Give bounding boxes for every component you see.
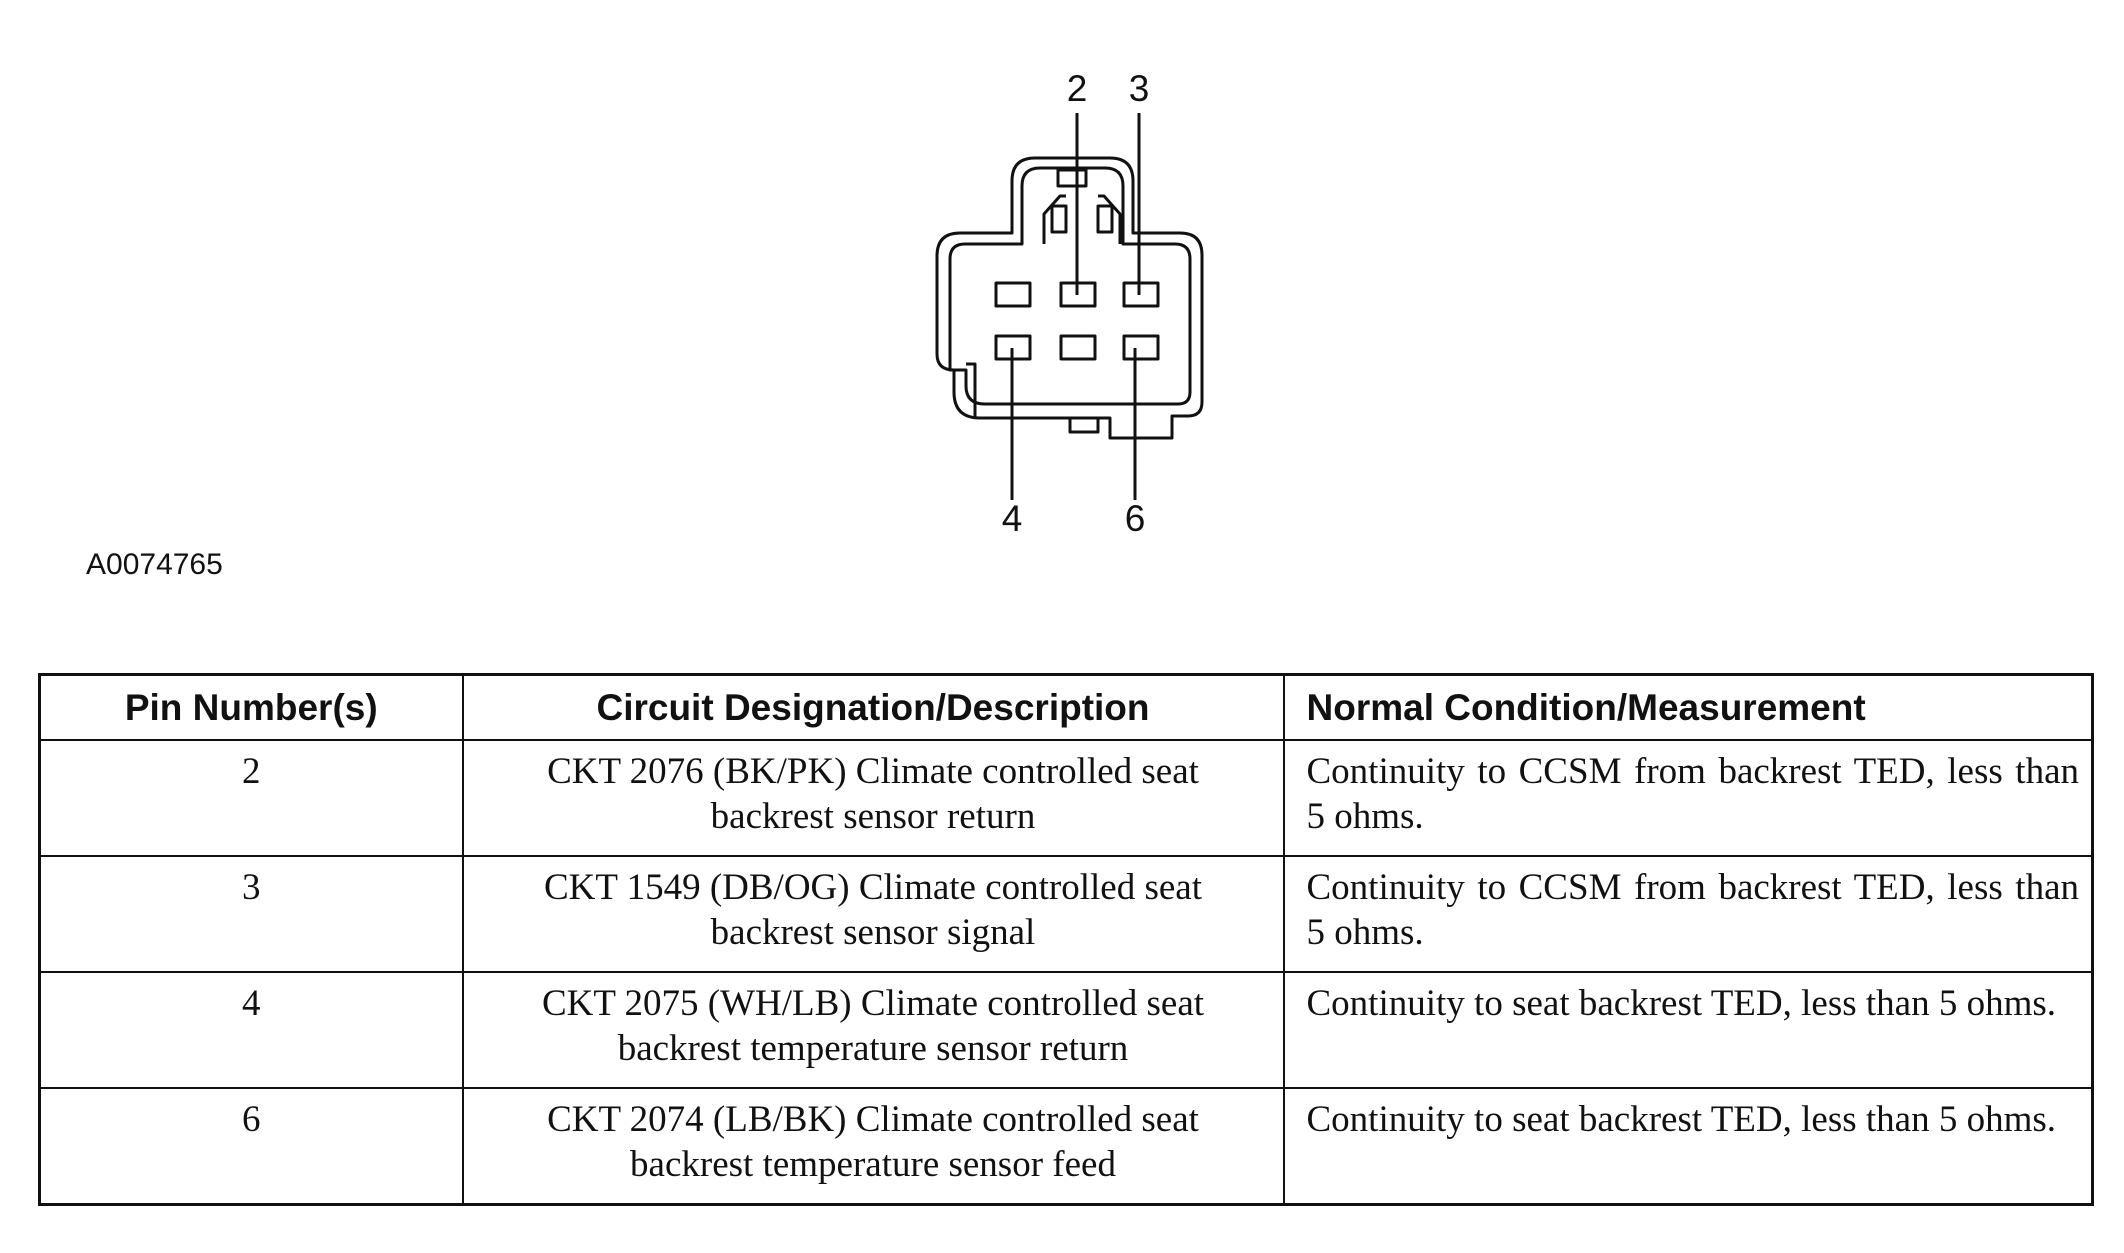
cell-pin: 4 xyxy=(38,971,464,1089)
cell-pin: 3 xyxy=(38,855,464,973)
connector-diagram: 2 3 4 6 xyxy=(935,68,1204,539)
connector-key-top xyxy=(1056,168,1088,188)
cell-pin: 2 xyxy=(38,739,464,857)
pin-label-2: 2 xyxy=(1067,68,1088,109)
cavity-6 xyxy=(1122,334,1160,361)
cavity-5 xyxy=(1059,334,1097,361)
figure-id: A0074765 xyxy=(86,548,223,581)
table-row: 6 CKT 2074 (LB/BK) Climate controlled se… xyxy=(38,1087,2094,1206)
header-condition: Normal Condition/Measurement xyxy=(1282,673,2094,741)
cell-condition: Continuity to CCSM from backrest TED, le… xyxy=(1282,739,2094,857)
connector-key-left xyxy=(1050,204,1068,234)
connector-key-right xyxy=(1096,204,1114,234)
cell-circuit: CKT 2074 (LB/BK) Climate controlled seat… xyxy=(461,1087,1285,1206)
cell-condition: Continuity to seat backrest TED, less th… xyxy=(1282,971,2094,1089)
pin-label-4: 4 xyxy=(1002,498,1023,539)
cavity-1 xyxy=(994,281,1032,308)
cell-circuit: CKT 1549 (DB/OG) Climate controlled seat… xyxy=(461,855,1285,973)
cavity-3 xyxy=(1122,281,1160,308)
cell-condition: Continuity to CCSM from backrest TED, le… xyxy=(1282,855,2094,973)
pin-label-6: 6 xyxy=(1125,498,1146,539)
cell-pin: 6 xyxy=(38,1087,464,1206)
cell-circuit: CKT 2075 (WH/LB) Climate controlled seat… xyxy=(461,971,1285,1089)
cell-condition: Continuity to seat backrest TED, less th… xyxy=(1282,1087,2094,1206)
table-row: 3 CKT 1549 (DB/OG) Climate controlled se… xyxy=(38,855,2094,973)
connector-latch-notch xyxy=(966,362,977,418)
cell-circuit: CKT 2076 (BK/PK) Climate controlled seat… xyxy=(461,739,1285,857)
connector-outer-shell xyxy=(935,156,1204,440)
header-pin-number: Pin Number(s) xyxy=(38,673,464,741)
pin-table: Pin Number(s) Circuit Designation/Descri… xyxy=(38,673,2094,1206)
pin-label-3: 3 xyxy=(1129,68,1150,109)
connector-inner-shell xyxy=(948,166,1192,406)
table-row: 4 CKT 2075 (WH/LB) Climate controlled se… xyxy=(38,971,2094,1089)
table-row: 2 CKT 2076 (BK/PK) Climate controlled se… xyxy=(38,739,2094,857)
connector-bottom-tab xyxy=(1068,418,1100,434)
header-circuit: Circuit Designation/Description xyxy=(461,673,1285,741)
connector-key-arms xyxy=(1042,194,1122,244)
table-header-row: Pin Number(s) Circuit Designation/Descri… xyxy=(38,673,2094,741)
